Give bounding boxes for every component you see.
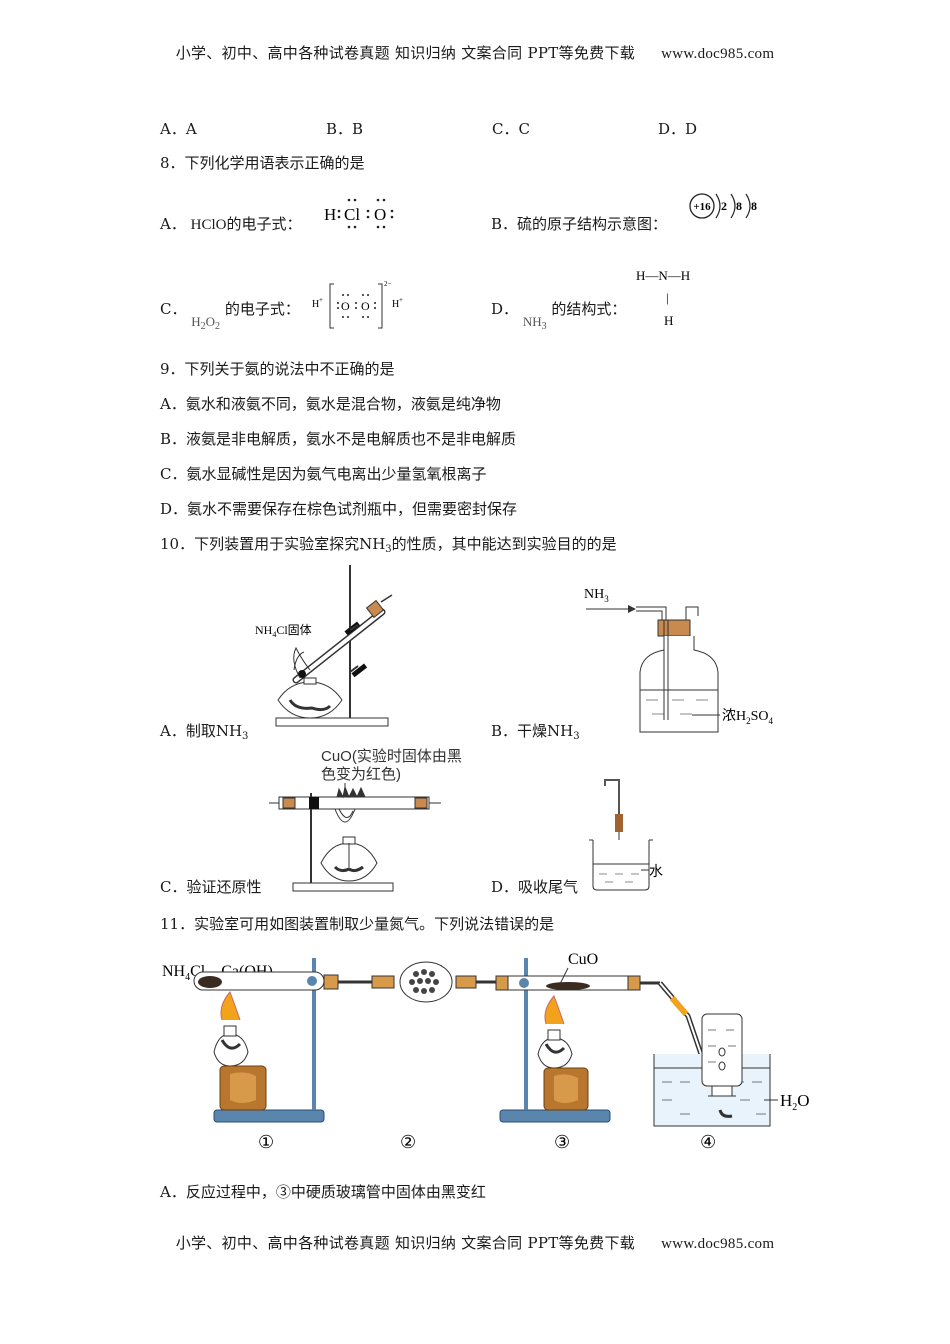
q10-option-b[interactable]: B．干燥NH3: [491, 722, 580, 742]
q11-stem: 11．实验室可用如图装置制取少量氮气。下列说法错误的是: [160, 915, 555, 933]
h2o2-electron-formula: H + O O 2− H +: [312, 280, 403, 329]
s-shell-3: 8: [751, 199, 757, 213]
q8-a-formula: HClO: [190, 217, 227, 233]
q9-stem: 9．下列关于氨的说法中不正确的是: [160, 360, 395, 378]
sulfur-atom-diagram: +16 2 8 8: [689, 193, 757, 219]
q10-fig-c: CuO(实验时固体由黑 色变为红色): [269, 748, 462, 892]
q8-c-suffix: 的电子式：: [224, 300, 300, 318]
footer-site: www.doc985.com: [661, 1236, 775, 1252]
fig-d-water: 水: [649, 864, 663, 880]
nh3-formula: NH3: [522, 314, 547, 332]
h2o2-formula: H2O2: [191, 314, 221, 332]
q10-option-a[interactable]: A．制取NH3: [160, 722, 249, 742]
q8-d-suffix: 的结构式：: [551, 300, 627, 318]
h2o2-h-left: H: [312, 299, 319, 310]
fig-b-nh3: NH3: [584, 587, 609, 604]
q7-option-a[interactable]: A．A: [160, 120, 197, 138]
q7-option-b[interactable]: B．B: [326, 120, 364, 138]
q9-option-d[interactable]: D．氨水不需要保存在棕色试剂瓶中，但需要密封保存: [160, 500, 518, 518]
svg-text:+: +: [319, 296, 323, 304]
step-label-2: ②: [400, 1132, 416, 1152]
q10-b-label: B．干燥NH: [491, 722, 574, 740]
svg-text:+: +: [399, 296, 403, 304]
q9-option-b[interactable]: B．液氨是非电解质，氨水不是电解质也不是非电解质: [160, 430, 517, 448]
q10-a-label: A．制取NH: [160, 722, 243, 740]
hclo-o: O: [374, 205, 386, 224]
step-label-1: ①: [258, 1132, 274, 1152]
fig-c-line2: 色变为红色): [321, 766, 401, 783]
q11-option-a[interactable]: A．反应过程中，③中硬质玻璃管中固体由黑变红: [160, 1183, 486, 1201]
q10-stem-post: 的性质，其中能达到实验目的的是: [391, 535, 617, 553]
q8-c-prefix: C．: [160, 300, 187, 318]
q10-fig-b: NH3 浓H2SO4: [584, 587, 774, 733]
step-label-3: ③: [554, 1132, 570, 1152]
hclo-h: H: [324, 205, 336, 224]
header-site: www.doc985.com: [661, 46, 775, 62]
q7-option-c[interactable]: C．C: [492, 120, 530, 138]
q8-d-prefix: D．: [491, 300, 519, 318]
q7-option-d[interactable]: D．D: [658, 120, 698, 138]
h2o2-h-right: H: [392, 299, 399, 310]
q10-fig-d: 水: [589, 779, 663, 891]
page-header: 小学、初中、高中各种试卷真题 知识归纳 文案合同 PPT等免费下载 www.doc…: [0, 42, 950, 63]
q11-water-label: H2O: [780, 1091, 810, 1113]
q10-fig-a: NH4Cl固体: [255, 565, 393, 727]
q10-option-c[interactable]: C．验证还原性: [160, 878, 262, 896]
q8-option-b[interactable]: B．硫的原子结构示意图：: [491, 215, 668, 233]
q9-option-a[interactable]: A．氨水和液氨不同，氨水是混合物，液氨是纯净物: [160, 395, 501, 413]
fig-c-line1: CuO(实验时固体由黑: [321, 748, 462, 765]
nh3-h-bottom: H: [664, 313, 673, 328]
fig-b-acid: 浓H2SO4: [722, 708, 774, 726]
q11-apparatus: NH4Cl、Ca(OH)2 CuO: [162, 951, 810, 1152]
h2o2-charge: 2−: [384, 280, 392, 288]
page-footer: 小学、初中、高中各种试卷真题 知识归纳 文案合同 PPT等免费下载 www.doc…: [0, 1232, 950, 1253]
nh3-structural-formula: H—N—H | H: [636, 268, 690, 328]
q9-option-c[interactable]: C．氨水显碱性是因为氨气电离出少量氢氧根离子: [160, 465, 487, 483]
q10-stem: 10．下列装置用于实验室探究NH3的性质，其中能达到实验目的的是: [160, 535, 617, 555]
q10-option-d[interactable]: D．吸收尾气: [491, 878, 579, 896]
hclo-electron-formula: H Cl O: [324, 198, 394, 229]
header-text: 小学、初中、高中各种试卷真题 知识归纳 文案合同 PPT等免费下载: [175, 44, 636, 62]
q8-option-c[interactable]: C． H2O2 的电子式：: [160, 298, 300, 332]
hclo-cl: Cl: [344, 205, 360, 224]
h2o2-o1: O: [341, 299, 350, 313]
q11-cuo-label: CuO: [568, 951, 598, 968]
q8-stem: 8．下列化学用语表示正确的是: [160, 154, 365, 172]
fig-a-nh4cl-label: NH4Cl固体: [255, 623, 312, 639]
q10-stem-pre: 10．下列装置用于实验室探究NH: [160, 535, 386, 553]
nh3-bar: |: [666, 290, 669, 305]
step-label-4: ④: [700, 1132, 716, 1152]
h2o2-o2: O: [361, 299, 370, 313]
q8-a-suffix: 的电子式：: [226, 215, 302, 233]
s-nucleus: +16: [693, 201, 711, 213]
s-shell-2: 8: [736, 199, 742, 213]
s-shell-1: 2: [721, 199, 727, 213]
footer-text: 小学、初中、高中各种试卷真题 知识归纳 文案合同 PPT等免费下载: [175, 1234, 636, 1252]
q8-option-d[interactable]: D． NH3 的结构式：: [491, 298, 627, 332]
q8-a-prefix: A．: [160, 215, 186, 233]
nh3-line1: H—N—H: [636, 268, 690, 283]
q8-option-a[interactable]: A． HClO的电子式：: [160, 213, 301, 234]
